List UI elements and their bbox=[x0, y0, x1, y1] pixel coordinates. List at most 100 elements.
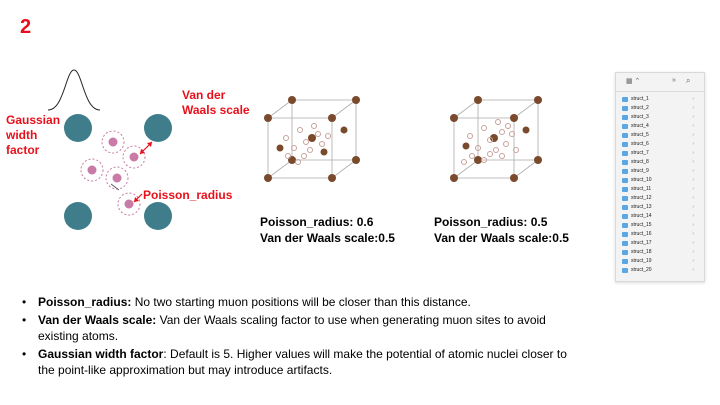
folder-icon bbox=[622, 178, 628, 183]
chevron-right-icon: › bbox=[692, 114, 694, 120]
folder-icon bbox=[622, 97, 628, 102]
chevron-right-icon: › bbox=[692, 204, 694, 210]
file-list-item-label: struct_8 bbox=[631, 159, 649, 165]
chevron-right-icon: › bbox=[692, 168, 694, 174]
folder-icon bbox=[622, 106, 628, 111]
crystal-structure-1 bbox=[264, 96, 360, 182]
file-list-item[interactable]: struct_10 › bbox=[622, 176, 700, 185]
folder-icon bbox=[622, 160, 628, 165]
chevron-right-icon: › bbox=[692, 267, 694, 273]
parameter-descriptions: •Poisson_radius: No two starting muon po… bbox=[20, 294, 580, 380]
chevron-right-icon: › bbox=[692, 231, 694, 237]
file-list-item[interactable]: struct_15 › bbox=[622, 221, 700, 230]
file-list-item-label: struct_15 bbox=[631, 222, 652, 228]
chevron-right-icon: › bbox=[692, 222, 694, 228]
folder-icon bbox=[622, 151, 628, 156]
file-list-item-label: struct_12 bbox=[631, 195, 652, 201]
file-list-item[interactable]: struct_4› bbox=[622, 122, 700, 131]
chevron-right-icon: › bbox=[692, 159, 694, 165]
chevron-right-icon: › bbox=[692, 132, 694, 138]
muon-site-schematic bbox=[47, 69, 172, 230]
file-list-item-label: struct_20 bbox=[631, 267, 652, 273]
file-browser-window: ▦ ⌃ » ⌕ struct_1›struct_2›struct_3›struc… bbox=[615, 72, 705, 282]
bullet-poisson-radius: •Poisson_radius: No two starting muon po… bbox=[22, 295, 471, 309]
folder-icon bbox=[622, 187, 628, 192]
file-browser-toolbar: ▦ ⌃ » ⌕ bbox=[616, 73, 704, 92]
expand-icon[interactable]: » bbox=[672, 77, 676, 84]
file-list-item[interactable]: struct_11 › bbox=[622, 185, 700, 194]
chevron-right-icon: › bbox=[692, 258, 694, 264]
file-list-item[interactable]: struct_1 › bbox=[622, 95, 700, 104]
folder-icon bbox=[622, 259, 628, 264]
atom-top-right bbox=[144, 114, 172, 142]
file-list-item-label: struct_7 bbox=[631, 150, 649, 156]
file-list-item-label: struct_6 bbox=[631, 141, 649, 147]
folder-icon bbox=[622, 205, 628, 210]
gaussian-width-label: Gaussian width factor bbox=[6, 113, 61, 157]
file-list-item[interactable]: struct_16 › bbox=[622, 230, 700, 239]
folder-icon bbox=[622, 124, 628, 129]
structure-1-caption: Poisson_radius: 0.6 Van der Waals scale:… bbox=[260, 215, 395, 245]
file-list-item[interactable]: struct_12 › bbox=[622, 194, 700, 203]
file-list-item[interactable]: struct_5 › bbox=[622, 131, 700, 140]
file-list-item-label: struct_13 bbox=[631, 204, 652, 210]
file-list-item-label: struct_16 bbox=[631, 231, 652, 237]
folder-icon bbox=[622, 169, 628, 174]
file-list-item[interactable]: struct_8 › bbox=[622, 158, 700, 167]
file-list-item[interactable]: struct_9 › bbox=[622, 167, 700, 176]
file-list-item[interactable]: struct_18 › bbox=[622, 248, 700, 257]
poisson-gap-line bbox=[110, 183, 120, 191]
chevron-right-icon: › bbox=[692, 195, 694, 201]
chevron-right-icon: › bbox=[692, 123, 694, 129]
chevron-right-icon: › bbox=[692, 141, 694, 147]
folder-icon bbox=[622, 196, 628, 201]
file-list-item[interactable]: struct_7› bbox=[622, 149, 700, 158]
chevron-right-icon: › bbox=[692, 240, 694, 246]
muon-points bbox=[87, 137, 139, 209]
file-list-item-label: struct_5 bbox=[631, 132, 649, 138]
chevron-right-icon: › bbox=[692, 177, 694, 183]
file-list-item-label: struct_17 bbox=[631, 240, 652, 246]
slide-number: 2 bbox=[20, 16, 32, 38]
file-list-item[interactable]: struct_6 › bbox=[622, 140, 700, 149]
file-list-item[interactable]: struct_13 › bbox=[622, 203, 700, 212]
file-list-item[interactable]: struct_14 › bbox=[622, 212, 700, 221]
chevron-right-icon: › bbox=[692, 186, 694, 192]
structure-2-caption: Poisson_radius: 0.5 Van der Waals scale:… bbox=[434, 215, 569, 245]
folder-icon bbox=[622, 142, 628, 147]
folder-icon bbox=[622, 223, 628, 228]
file-list-item-label: struct_11 bbox=[631, 186, 652, 192]
chevron-right-icon: › bbox=[692, 213, 694, 219]
view-options-icon[interactable]: ▦ ⌃ bbox=[626, 78, 641, 85]
folder-icon bbox=[622, 115, 628, 120]
file-list-item[interactable]: struct_20 › bbox=[622, 266, 700, 275]
folder-icon bbox=[622, 268, 628, 273]
file-list-item[interactable]: struct_17 › bbox=[622, 239, 700, 248]
file-list-item[interactable]: struct_3 › bbox=[622, 113, 700, 122]
file-list-item-label: struct_9 bbox=[631, 168, 649, 174]
file-list-item-label: struct_10 bbox=[631, 177, 652, 183]
file-list-item-label: struct_1 bbox=[631, 96, 649, 102]
vdw-scale-label: Van der Waals scale bbox=[182, 88, 250, 117]
chevron-right-icon: › bbox=[692, 96, 694, 102]
file-list-item-label: struct_18 bbox=[631, 249, 652, 255]
search-icon[interactable]: ⌕ bbox=[686, 76, 691, 85]
file-list-item-label: struct_14 bbox=[631, 213, 652, 219]
chevron-right-icon: › bbox=[692, 105, 694, 111]
chevron-right-icon: › bbox=[692, 249, 694, 255]
folder-icon bbox=[622, 133, 628, 138]
atom-top-left bbox=[64, 114, 92, 142]
poisson-radius-label: Poisson_radius bbox=[143, 188, 233, 202]
folder-icon bbox=[622, 232, 628, 237]
file-list-item-label: struct_3 bbox=[631, 114, 649, 120]
folder-icon bbox=[622, 214, 628, 219]
file-list-item-label: struct_19 bbox=[631, 258, 652, 264]
crystal-structure-2 bbox=[450, 96, 542, 182]
atom-bottom-right bbox=[144, 202, 172, 230]
file-list-item[interactable]: struct_19 › bbox=[622, 257, 700, 266]
folder-icon bbox=[622, 250, 628, 255]
file-list-item[interactable]: struct_2› bbox=[622, 104, 700, 113]
atom-bottom-left bbox=[64, 202, 92, 230]
bullet-vdw-scale: •Van der Waals scale: Van der Waals scal… bbox=[22, 313, 546, 343]
folder-icon bbox=[622, 241, 628, 246]
